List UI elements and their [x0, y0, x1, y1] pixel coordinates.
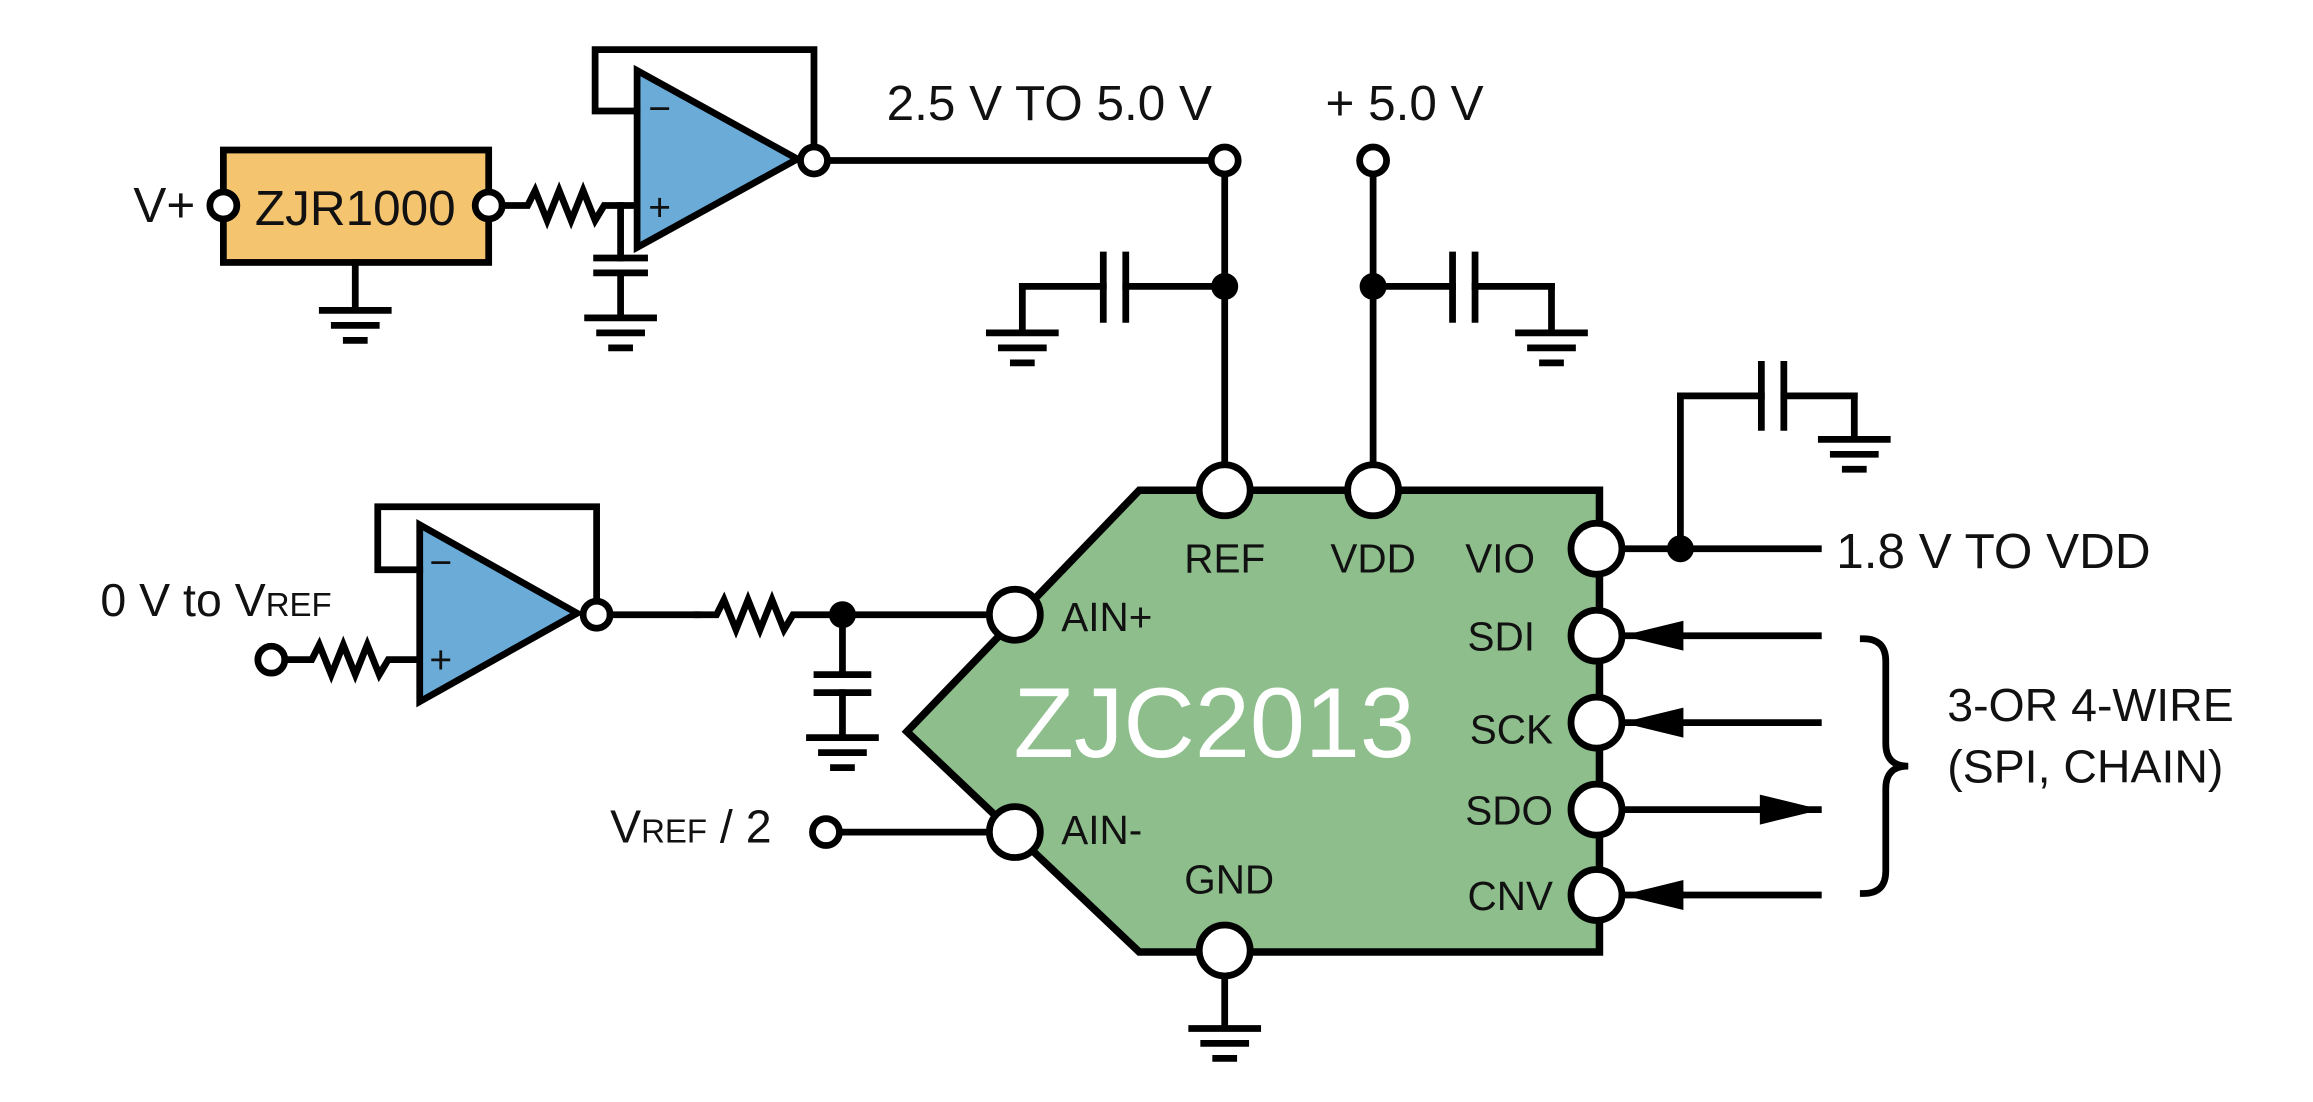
- ground-symbol: [318, 307, 392, 344]
- interface-label-line1: 3-OR 4-WIRE: [1947, 679, 2233, 731]
- interface-brace: [1859, 635, 1909, 897]
- ground-symbol: [1188, 1025, 1262, 1062]
- opamp-minus-label: −: [648, 88, 671, 131]
- input-range-label: 0 V to VREF: [100, 574, 331, 626]
- ground-symbol: [985, 329, 1059, 367]
- reference-part-label: ZJR1000: [255, 181, 456, 236]
- pin-ain-plus: [985, 585, 1044, 644]
- pin-sdi: [1567, 606, 1626, 665]
- pin-label-vio: VIO: [1465, 536, 1535, 582]
- pin-sck: [1567, 693, 1626, 752]
- opamp-plus-label: +: [648, 186, 671, 229]
- reference-output-pin: [471, 188, 506, 223]
- ground-symbol: [1515, 329, 1588, 367]
- opamp-output-node: [797, 143, 831, 178]
- sdi-arrow: [1621, 620, 1684, 651]
- pin-label-ain-plus: AIN+: [1061, 594, 1152, 640]
- sck-arrow: [1621, 707, 1684, 738]
- pin-label-ref: REF: [1184, 536, 1265, 582]
- pin-cnv: [1567, 866, 1626, 924]
- reference-supply-label: V+: [133, 178, 195, 233]
- input-terminal: [254, 642, 289, 677]
- vio-range-label: 1.8 V TO VDD: [1836, 524, 2150, 579]
- pin-sdo: [1567, 780, 1626, 839]
- cnv-arrow: [1621, 880, 1684, 911]
- reference-ic-body: [219, 146, 493, 266]
- pin-vdd: [1344, 461, 1402, 520]
- ref-net-terminal: [1207, 143, 1242, 178]
- pin-label-sdi: SDI: [1468, 614, 1535, 660]
- reference-buffer-opamp: [633, 64, 805, 254]
- pin-ain-minus: [985, 803, 1044, 861]
- pin-label-ain-minus: AIN-: [1061, 807, 1142, 853]
- pin-label-gnd: GND: [1184, 857, 1274, 903]
- input-driver-opamp: [416, 519, 585, 708]
- opamp-plus-label: +: [429, 639, 452, 682]
- ground-symbol: [584, 314, 657, 352]
- pin-label-cnv: CNV: [1468, 873, 1553, 919]
- adc-part-label: ZJC2013: [1014, 667, 1415, 778]
- opamp-minus-label: −: [429, 542, 452, 585]
- ain-minus-terminal: [809, 815, 843, 849]
- ground-symbol: [806, 734, 879, 771]
- pin-label-vdd: VDD: [1330, 536, 1415, 582]
- pin-label-sdo: SDO: [1465, 788, 1553, 834]
- ref-range-label: 2.5 V TO 5.0 V: [887, 76, 1212, 131]
- pin-ref: [1195, 461, 1254, 520]
- vdd-net-terminal: [1356, 143, 1390, 178]
- opamp-output-node: [579, 597, 614, 632]
- interface-label-line2: (SPI, CHAIN): [1947, 741, 2223, 793]
- pin-gnd: [1195, 921, 1254, 980]
- reference-supply-pin: [206, 188, 241, 223]
- sdo-arrow: [1759, 794, 1822, 825]
- ain-minus-voltage-label: VREF / 2: [610, 801, 771, 853]
- adc-body: [901, 486, 1604, 956]
- pin-vio: [1567, 519, 1626, 578]
- vdd-supply-label: + 5.0 V: [1326, 76, 1484, 131]
- ground-symbol: [1817, 435, 1891, 473]
- input-resistor: [281, 635, 425, 684]
- pin-label-sck: SCK: [1470, 707, 1553, 753]
- ain-plus-resistor: [693, 590, 846, 639]
- reference-resistor: [498, 181, 641, 230]
